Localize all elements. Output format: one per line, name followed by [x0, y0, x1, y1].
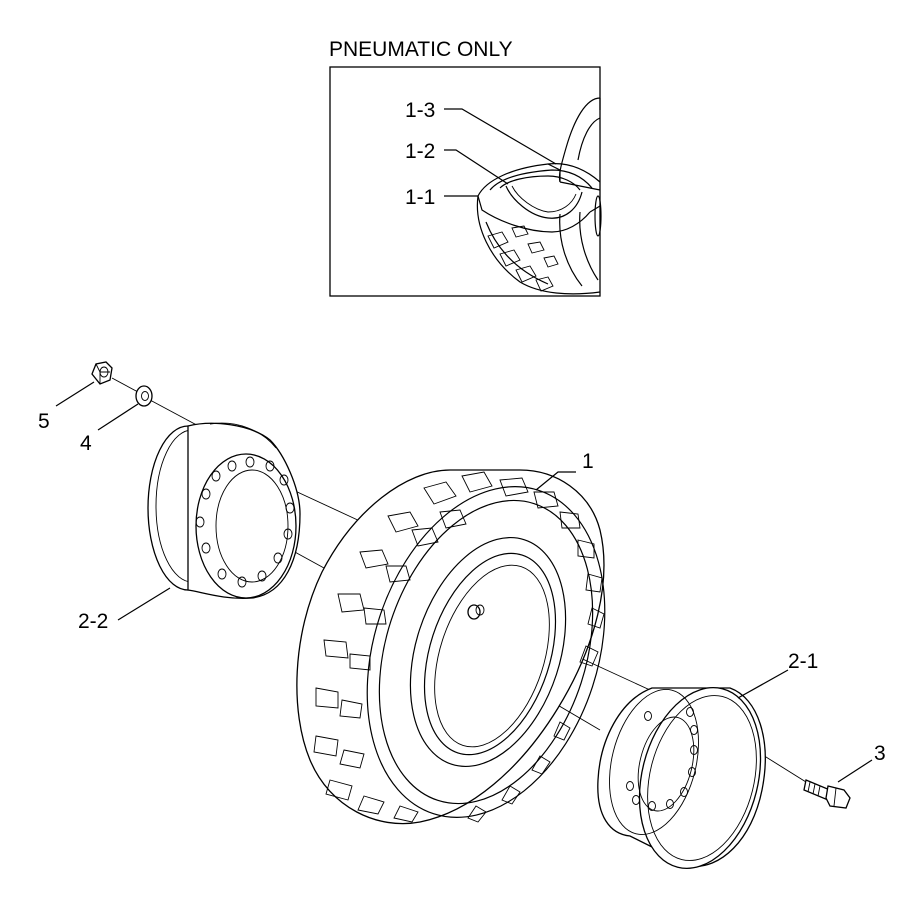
tire — [296, 469, 606, 825]
callout-1-2: 1-2 — [405, 140, 435, 163]
callout-labels: 5 4 1 2-2 2-1 3 — [38, 410, 886, 765]
leader-1-2 — [444, 149, 509, 185]
nut — [91, 361, 113, 385]
valve-stem — [467, 604, 485, 620]
leader-1 — [535, 471, 576, 491]
leader-2-1 — [737, 669, 789, 699]
callout-1-3: 1-3 — [405, 99, 435, 122]
pneumatic-inset: PNEUMATIC ONLY — [329, 38, 602, 297]
callout-1: 1 — [582, 450, 594, 473]
callout-2-2: 2-2 — [78, 610, 108, 633]
callout-5: 5 — [38, 410, 50, 433]
callout-1-1: 1-1 — [405, 186, 435, 209]
leader-5 — [55, 381, 95, 407]
callout-2-1: 2-1 — [788, 650, 818, 673]
callout-3: 3 — [874, 742, 886, 765]
rim-half-outer — [597, 686, 766, 870]
tire-tread — [313, 471, 605, 823]
inset-tire-cutaway — [476, 97, 602, 295]
inset-title: PNEUMATIC ONLY — [329, 38, 513, 61]
washer — [135, 385, 153, 407]
rim-half-inner — [147, 422, 301, 599]
callout-4: 4 — [80, 432, 92, 455]
leader-4 — [97, 403, 139, 431]
leader-1-3 — [444, 108, 557, 165]
rim-outer-bolt-holes — [626, 707, 698, 811]
leader-3 — [837, 759, 873, 783]
leader-2-2 — [117, 587, 171, 621]
callout-leaders — [55, 381, 873, 783]
rim-inner-bolt-holes — [195, 456, 295, 588]
bolt — [803, 779, 851, 809]
